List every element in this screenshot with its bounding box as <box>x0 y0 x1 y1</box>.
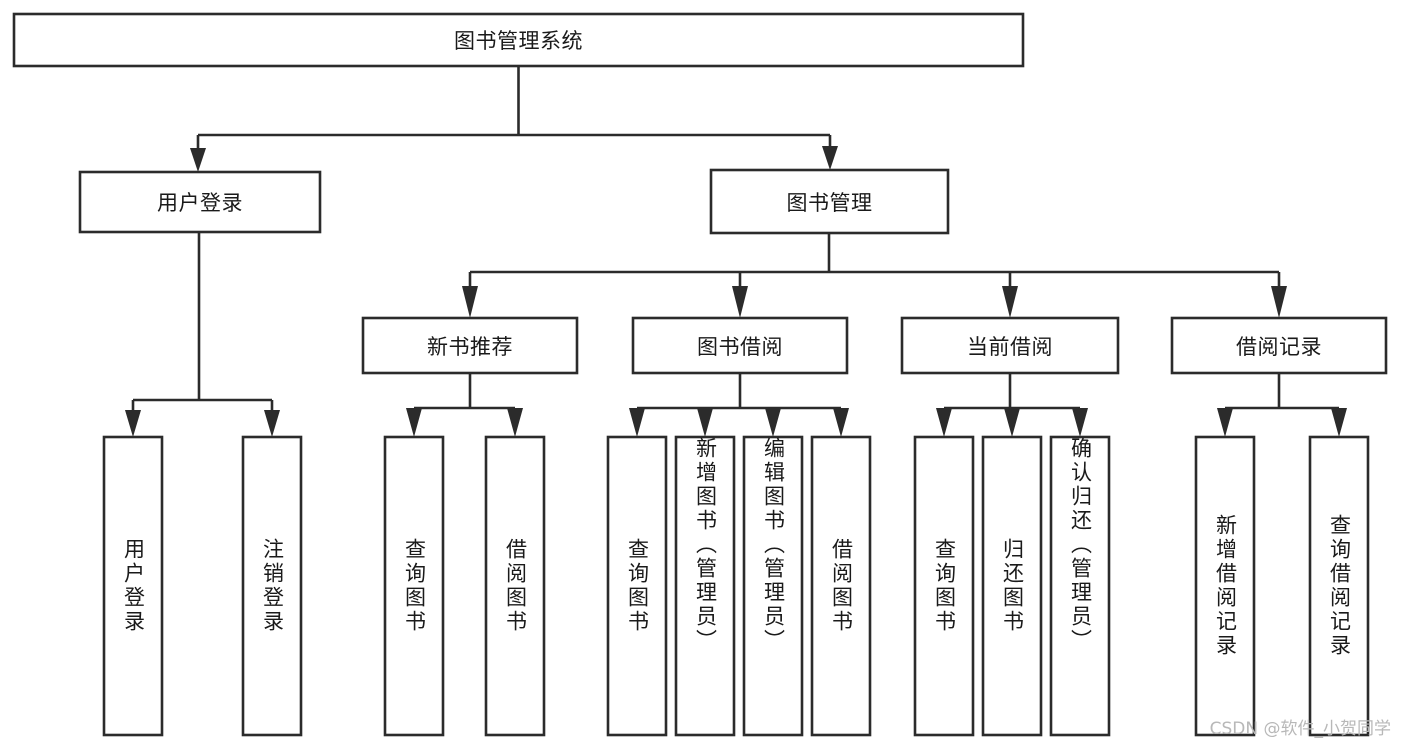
node-leaf-logout-box[interactable] <box>241 435 303 737</box>
arrowhead-leaf-query-book-1 <box>406 408 422 437</box>
node-user-login-box[interactable] <box>78 170 322 234</box>
arrowhead-leaf-borrow-book-1 <box>507 408 523 437</box>
connector-group-new-book-recommend <box>406 373 523 437</box>
arrowhead-book-borrow <box>732 286 748 318</box>
node-root-box[interactable] <box>12 12 1025 68</box>
node-leaf-query-book-3-box[interactable] <box>913 435 975 737</box>
node-book-manage-box[interactable] <box>709 168 950 235</box>
node-leaf-query-record-box[interactable] <box>1308 435 1370 737</box>
node-leaf-confirm-return-box[interactable] <box>1049 435 1111 737</box>
node-leaf-query-book-2-box[interactable] <box>606 435 668 737</box>
connector-group-root <box>190 66 838 172</box>
arrowhead-leaf-query-book-2 <box>629 408 645 437</box>
arrowhead-leaf-confirm-return <box>1072 408 1088 437</box>
node-borrow-record-box[interactable] <box>1170 316 1388 375</box>
node-book-borrow-box[interactable] <box>631 316 849 375</box>
arrowhead-borrow-record <box>1271 286 1287 318</box>
connector-group-borrow-record <box>1217 373 1347 437</box>
arrowhead-leaf-user-login <box>125 410 141 437</box>
node-leaf-return-book-box[interactable] <box>981 435 1043 737</box>
node-leaf-borrow-book-2-box[interactable] <box>810 435 872 737</box>
arrowhead-leaf-logout <box>264 410 280 437</box>
arrowhead-to-user-login <box>190 148 206 172</box>
node-leaf-borrow-book-1-box[interactable] <box>484 435 546 737</box>
node-leaf-edit-book-box[interactable] <box>742 435 804 737</box>
arrowhead-leaf-query-book-3 <box>936 408 952 437</box>
connector-group-user-login <box>125 232 280 437</box>
arrowhead-leaf-add-record <box>1217 408 1233 437</box>
node-leaf-add-book-box[interactable] <box>674 435 736 737</box>
arrowhead-leaf-edit-book <box>765 408 781 437</box>
arrowhead-current-borrow <box>1002 286 1018 318</box>
node-new-book-recommend-box[interactable] <box>361 316 579 375</box>
arrowhead-leaf-borrow-book-2 <box>833 408 849 437</box>
node-leaf-user-login-box[interactable] <box>102 435 164 737</box>
arrowhead-new-book-recommend <box>462 286 478 318</box>
node-current-borrow-box[interactable] <box>900 316 1120 375</box>
arrowhead-leaf-add-book <box>697 408 713 437</box>
arrowhead-to-book-manage <box>822 146 838 170</box>
connector-group-book-borrow <box>629 373 849 437</box>
connector-group-current-borrow <box>936 373 1088 437</box>
node-leaf-add-record-box[interactable] <box>1194 435 1256 737</box>
arrowhead-leaf-return-book <box>1004 408 1020 437</box>
arrowhead-leaf-query-record <box>1331 408 1347 437</box>
connector-group-book-manage <box>462 233 1287 318</box>
node-leaf-query-book-1-box[interactable] <box>383 435 445 737</box>
